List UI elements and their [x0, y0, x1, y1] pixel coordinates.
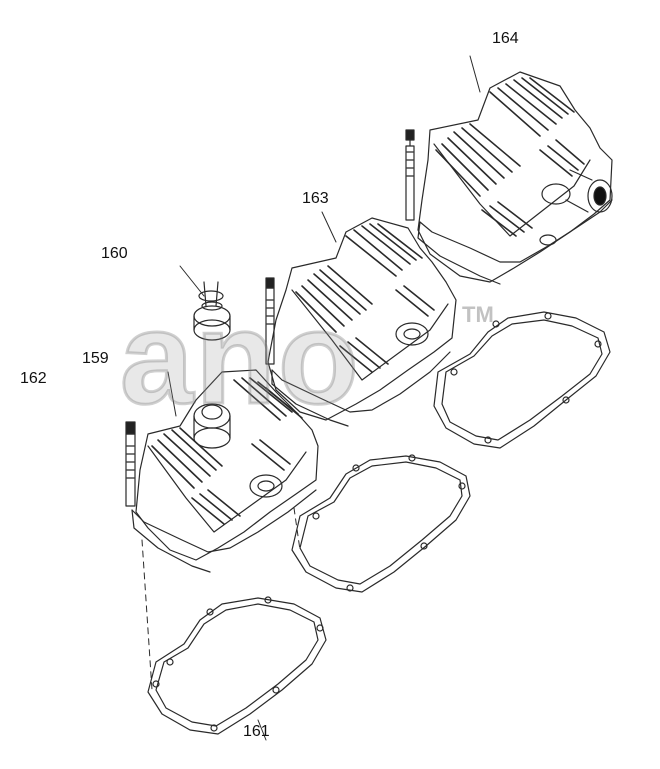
gasket-upper	[433, 311, 611, 449]
gasket-middle	[291, 454, 471, 593]
callout-160: 160	[101, 245, 128, 262]
gasket-161	[147, 596, 327, 741]
watermark-logo: ano	[119, 284, 361, 431]
watermark-trademark: TM	[462, 302, 494, 327]
callout-163: 163	[302, 190, 329, 207]
valve-cover-163	[265, 211, 457, 427]
callout-164: 164	[492, 30, 519, 47]
oil-filler-cap-160	[179, 265, 231, 341]
callout-162: 162	[20, 370, 47, 387]
valve-cover-164	[405, 55, 613, 285]
callout-159: 159	[82, 350, 109, 367]
valve-cover-162	[125, 369, 319, 691]
callout-161: 161	[243, 723, 270, 740]
